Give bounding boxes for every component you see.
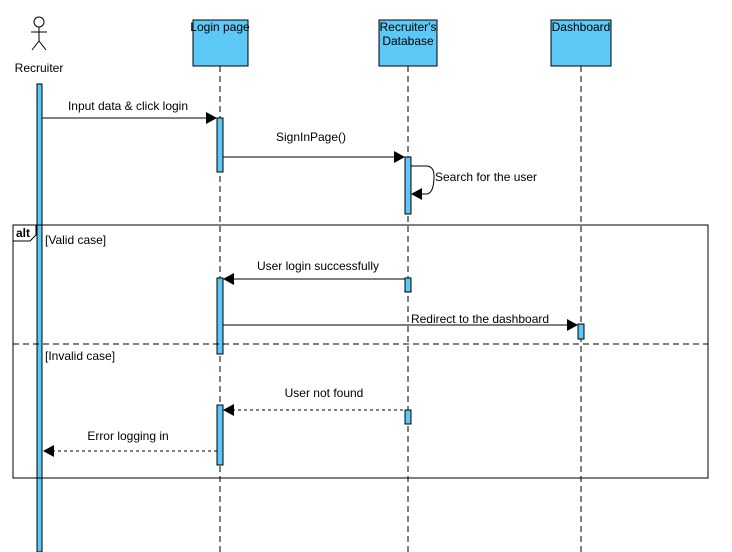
database-activation-2 [404, 277, 412, 293]
lifeline-database: Recruiter's Database [378, 19, 438, 552]
lifeline-database-header [378, 19, 438, 67]
actor-right-leg [38, 40, 47, 51]
lifeline-database-label-line1: Recruiter's [380, 20, 437, 34]
arrow-right-icon [394, 151, 405, 163]
arrow-left-icon [411, 188, 422, 200]
arrow-left-icon [223, 404, 234, 416]
message-signinpage-label: SignInPage() [276, 130, 346, 144]
login-activation-1 [216, 117, 224, 173]
message-search-user-loop [411, 165, 435, 195]
alt-frame [12, 224, 709, 479]
actor-recruiter: Recruiter [15, 16, 64, 75]
actor-label: Recruiter [15, 61, 64, 75]
message-login-success-label: User login successfully [257, 259, 379, 273]
message-error-logging: Error logging in [43, 429, 217, 457]
alt-guard-valid: [Valid case] [45, 233, 106, 247]
actor-head-icon [33, 16, 45, 28]
database-activation-3 [404, 409, 412, 425]
recruiter-activation-bar [36, 83, 43, 552]
arrow-left-icon [43, 445, 54, 457]
message-user-not-found-label: User not found [285, 386, 364, 400]
actor-left-leg [31, 40, 40, 51]
login-activation-2 [216, 277, 224, 355]
lifeline-database-label-line2: Database [382, 34, 434, 48]
message-search-user-label: Search for the user [435, 170, 537, 184]
alt-guard-invalid: [Invalid case] [45, 349, 115, 363]
arrow-left-icon [223, 273, 234, 285]
alt-fragment: alt [Valid case] [Invalid case] [12, 224, 709, 479]
lifeline-dashboard: Dashboard [550, 19, 612, 552]
lifeline-dashboard-label: Dashboard [552, 20, 611, 34]
message-login-success: User login successfully [223, 259, 405, 285]
arrow-right-icon [206, 112, 217, 124]
message-search-user: Search for the user [411, 165, 537, 200]
message-error-logging-label: Error logging in [87, 429, 168, 443]
message-redirect-label: Redirect to the dashboard [411, 312, 549, 326]
database-activation-1 [404, 156, 412, 215]
alt-operator-tab [12, 224, 37, 242]
message-input-data: Input data & click login [42, 99, 217, 124]
message-input-data-label: Input data & click login [68, 99, 188, 113]
message-user-not-found: User not found [223, 386, 405, 416]
lifeline-login-label: Login page [190, 20, 250, 34]
arrow-right-icon [567, 319, 578, 331]
dashboard-activation [577, 323, 585, 340]
login-activation-3 [216, 404, 224, 466]
message-signinpage: SignInPage() [223, 130, 405, 163]
message-redirect: Redirect to the dashboard [223, 312, 578, 331]
alt-operator-label: alt [16, 226, 30, 240]
lifeline-login-header [192, 19, 249, 67]
